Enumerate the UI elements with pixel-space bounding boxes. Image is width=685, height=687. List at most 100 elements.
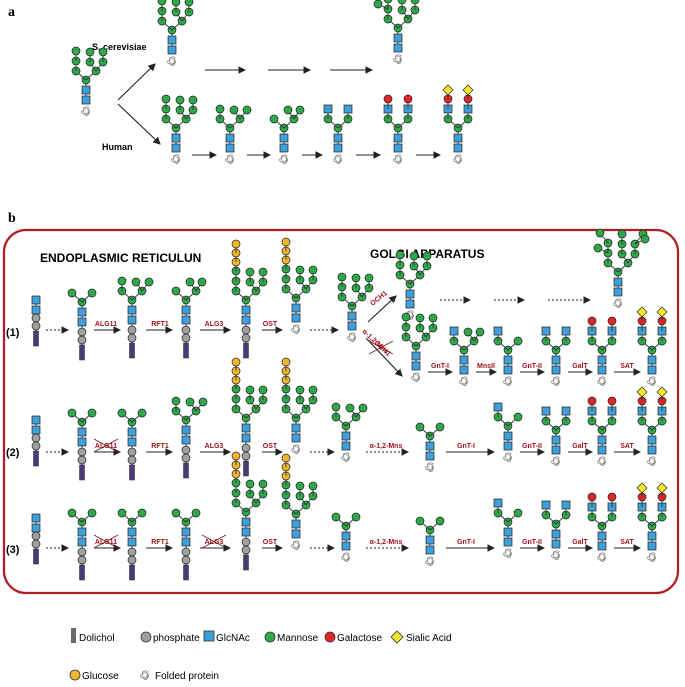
folded-protein-icon xyxy=(411,372,421,382)
phosphate-circle xyxy=(77,335,87,345)
knockout-cross xyxy=(93,534,119,549)
folded-protein-icon xyxy=(551,550,561,560)
folded-protein-icon xyxy=(613,298,623,308)
glcnac-square xyxy=(411,361,421,371)
glycan-man8 xyxy=(395,250,432,320)
protein-coil xyxy=(347,332,357,342)
dolichol-bar xyxy=(79,344,85,361)
folded-protein-icon xyxy=(291,444,301,454)
glcnac-square xyxy=(77,317,87,327)
mannose-circle xyxy=(295,105,305,115)
panel-a-arrows xyxy=(117,63,442,159)
phosphate-circle xyxy=(127,333,137,343)
glycan-man5b xyxy=(269,105,305,164)
phosphate-circle xyxy=(31,539,41,549)
folded-protein-icon xyxy=(167,56,177,66)
glycan-precursor xyxy=(67,508,97,581)
mannose-circle xyxy=(308,481,318,491)
protein-coil xyxy=(393,154,403,164)
glucose-circle xyxy=(231,239,241,249)
folded-protein-icon xyxy=(503,548,513,558)
glcnac-square xyxy=(551,365,561,375)
mannose-circle xyxy=(308,265,318,275)
glcnac-square xyxy=(291,313,301,323)
glycan-man5b xyxy=(171,277,207,359)
legend-galactose-label: Galactose xyxy=(337,633,382,644)
folded-protein-icon xyxy=(291,540,301,550)
protein-coil xyxy=(647,376,657,386)
glcnac-square xyxy=(225,133,235,143)
glycan-man5 xyxy=(117,276,154,359)
folded-protein-icon xyxy=(453,154,463,164)
reaction-arrow xyxy=(117,63,156,101)
mannose-circle xyxy=(331,402,341,412)
mannose-circle xyxy=(593,243,603,253)
enzyme-label-gnt2: GnT-II xyxy=(522,539,542,546)
glcnac-square xyxy=(393,143,403,153)
mannose-circle xyxy=(131,277,141,287)
enzyme-label-sat: SAT xyxy=(620,363,634,370)
enzyme-label-sat: SAT xyxy=(620,443,634,450)
mannose-circle xyxy=(383,0,393,4)
glcnac-square xyxy=(453,133,463,143)
mannose-circle xyxy=(258,267,268,277)
glcnac-square xyxy=(291,519,301,529)
phosphate-circle xyxy=(77,547,87,557)
glycan-bi-sia xyxy=(636,482,668,562)
glcnac-square xyxy=(291,433,301,443)
mannose-circle xyxy=(117,508,127,518)
enzyme-label-alg11: ALG11 xyxy=(95,321,117,328)
phosphate-circle xyxy=(31,441,41,451)
dolichol-bar xyxy=(183,564,189,581)
glcnac-square xyxy=(323,104,333,114)
glcnac-square xyxy=(347,321,357,331)
glcnac-square xyxy=(127,315,137,325)
glycan-precursor xyxy=(331,512,361,562)
phosphate-circle xyxy=(181,325,191,335)
enzyme-label-mns: α-1,2-Mns xyxy=(370,443,403,450)
folded-protein-icon xyxy=(140,670,150,680)
protein-coil xyxy=(167,56,177,66)
folded-protein-icon xyxy=(597,376,607,386)
mannose-circle xyxy=(175,95,185,105)
glcnac-square xyxy=(503,441,513,451)
mannose-circle xyxy=(337,272,347,282)
glcnac-square xyxy=(503,365,513,375)
enzyme-label-alg3: ALG3 xyxy=(205,443,224,450)
glcnac-square xyxy=(561,500,571,510)
protein-coil xyxy=(597,552,607,562)
mannose-circle xyxy=(171,0,181,7)
glcnac-square xyxy=(425,535,435,545)
mannose-circle xyxy=(295,385,305,395)
glycan-hyper xyxy=(373,0,420,64)
phosphate-circle xyxy=(181,547,191,557)
glycan-man8 xyxy=(337,272,374,342)
glcnac-square xyxy=(493,498,503,508)
protein-coil xyxy=(647,552,657,562)
glcnac-square xyxy=(77,527,87,537)
glcnac-square xyxy=(333,143,343,153)
glcnac-square xyxy=(597,355,607,365)
glcnac-square xyxy=(241,423,251,433)
glcnac-square xyxy=(77,307,87,317)
glcnac-square xyxy=(31,523,41,533)
glucose-circle xyxy=(231,357,241,367)
mannose-circle xyxy=(617,229,627,239)
dolichol-bar xyxy=(79,464,85,481)
folded-protein-icon xyxy=(393,154,403,164)
mannose-circle xyxy=(185,277,195,287)
glcnac-square xyxy=(31,295,41,305)
glcnac-square xyxy=(241,517,251,527)
folded-protein-icon xyxy=(171,154,181,164)
glcnac-square xyxy=(551,445,561,455)
legend-glucose-label: Glucose xyxy=(82,671,119,682)
mannose-circle xyxy=(87,408,97,418)
legend-phosphate-label: phosphate xyxy=(153,633,200,644)
glcnac-square xyxy=(31,425,41,435)
legend-glcnac-swatch xyxy=(203,630,215,642)
mannose-circle xyxy=(428,313,438,323)
protein-coil xyxy=(291,324,301,334)
glcnac-square xyxy=(77,427,87,437)
phosphate-circle xyxy=(127,325,137,335)
glcnac-square xyxy=(241,305,251,315)
